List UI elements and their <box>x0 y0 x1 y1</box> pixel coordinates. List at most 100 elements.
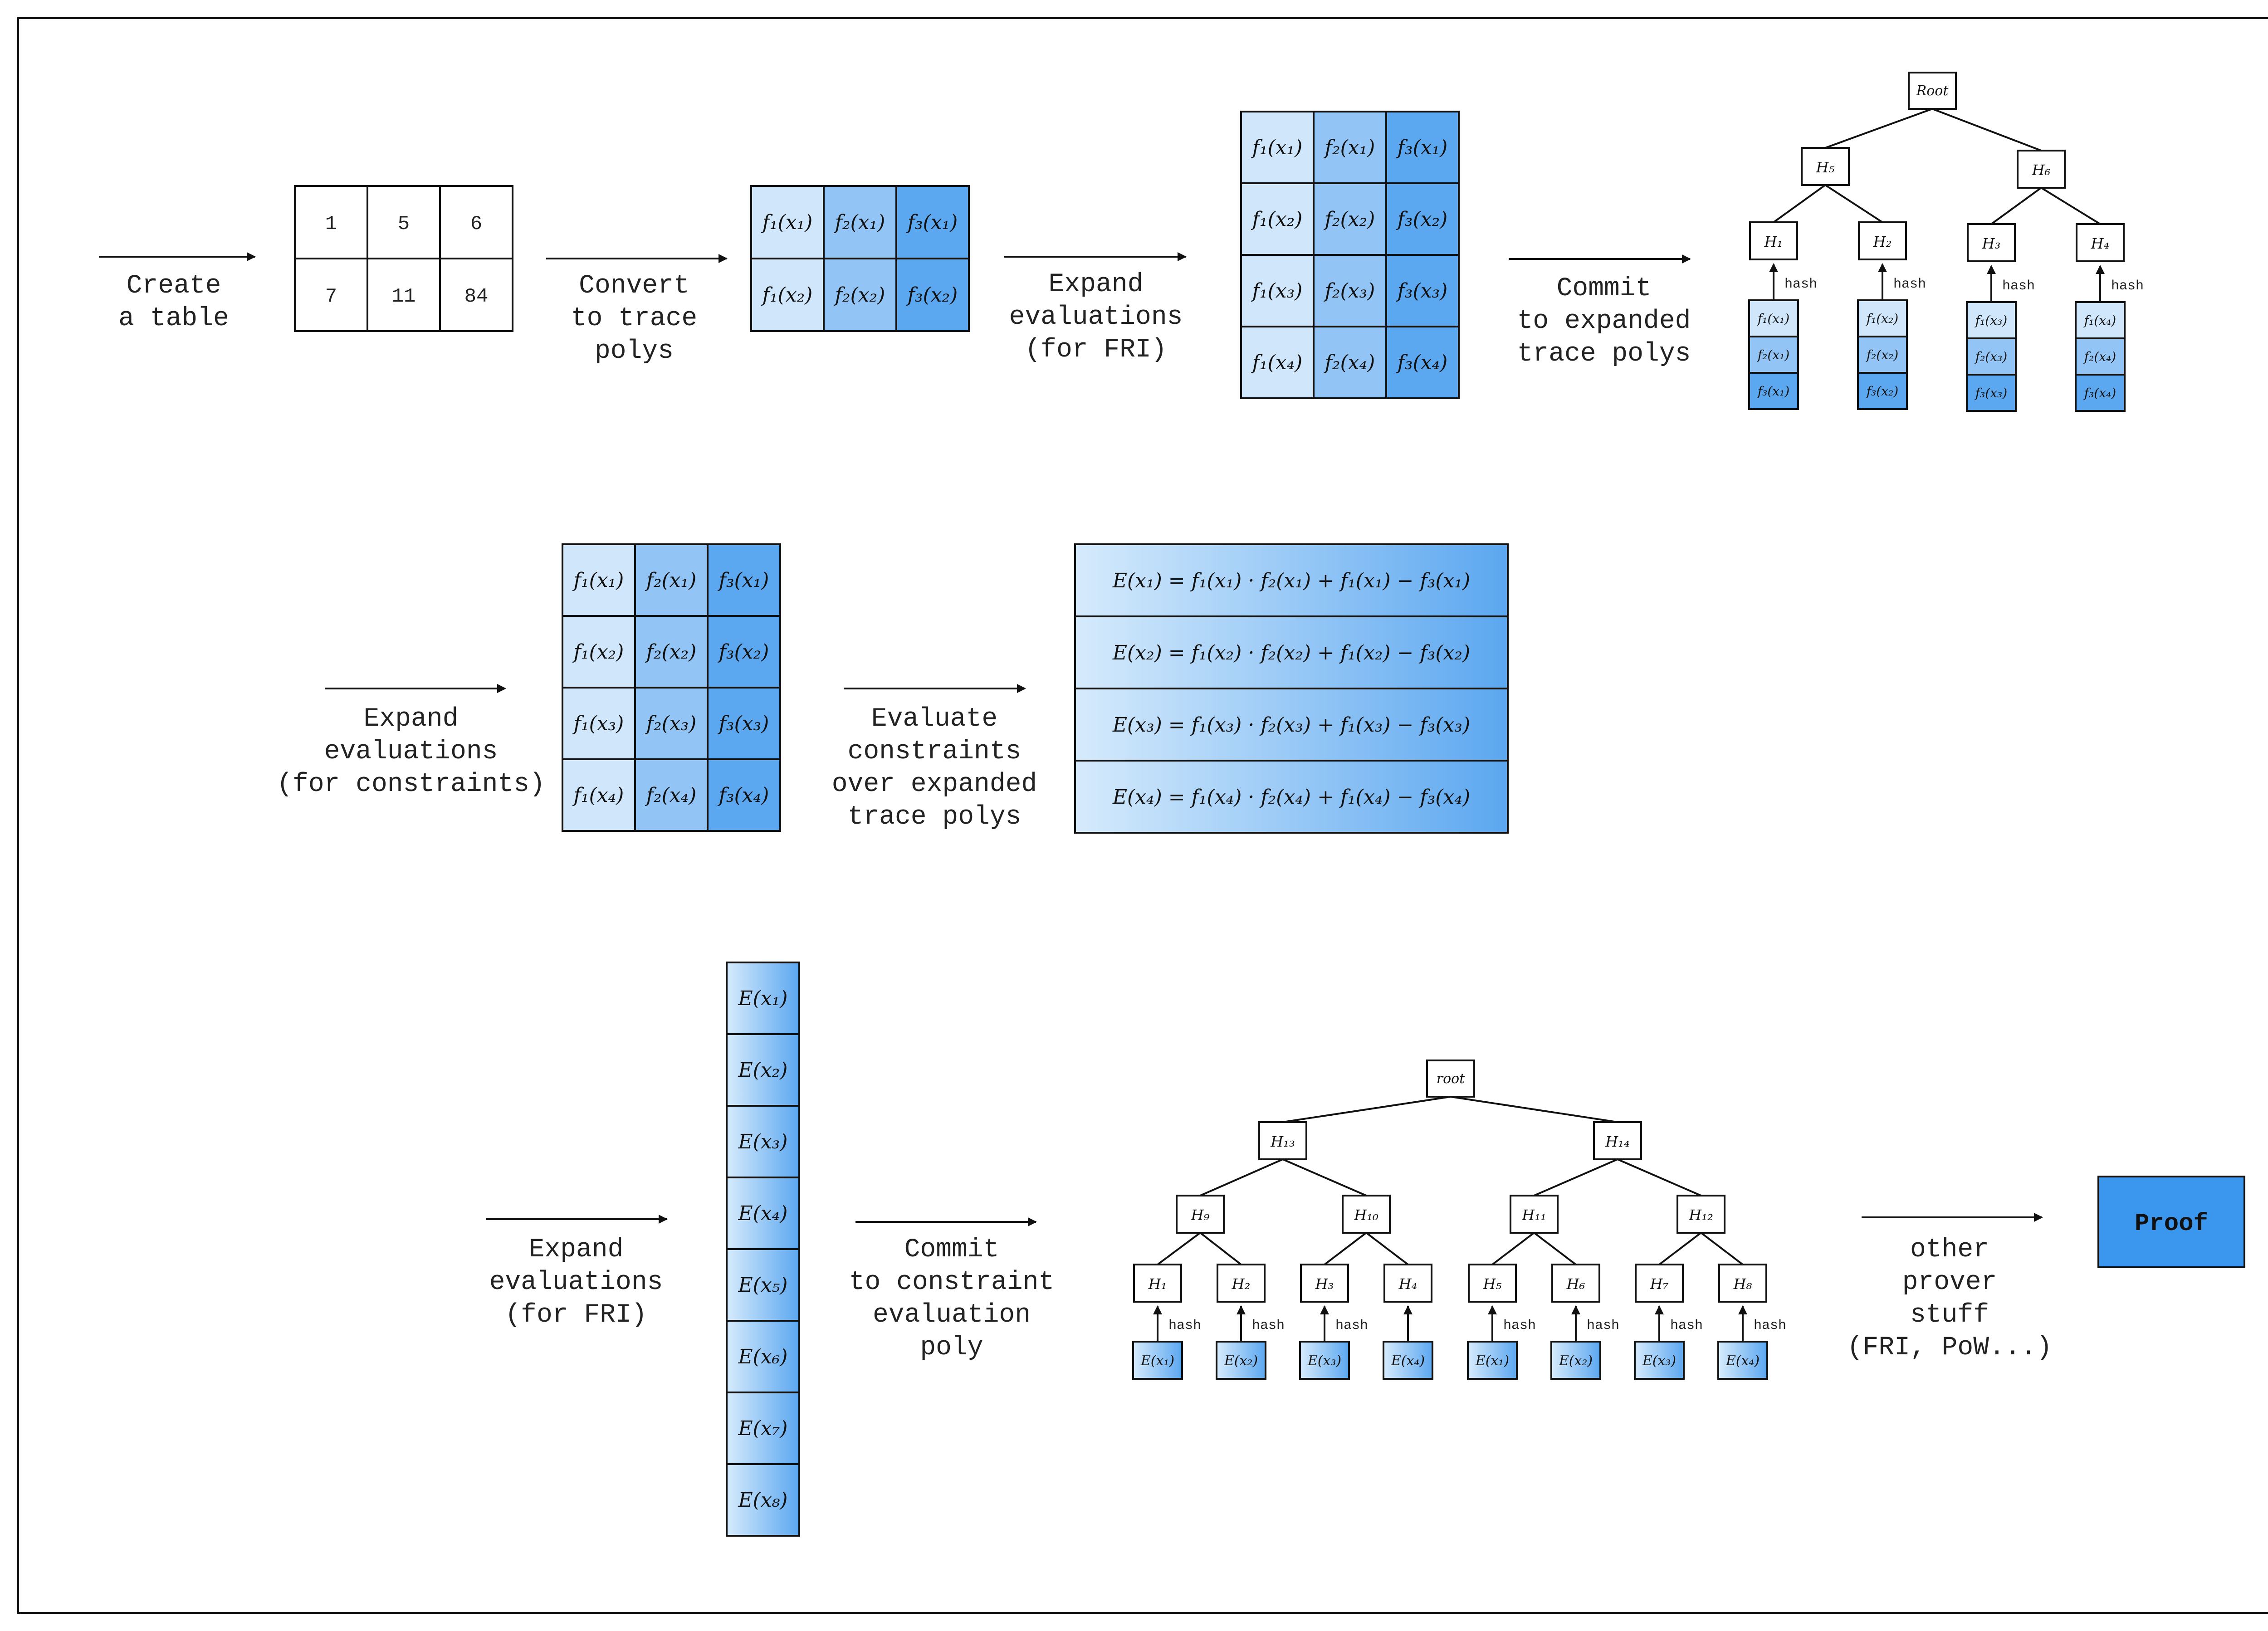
svg-text:f₁(x₂): f₁(x₂) <box>572 640 624 664</box>
trace-matrix-4x3-constraints: f₁(x₁) f₂(x₁) f₃(x₁) f₁(x₂) f₂(x₂) f₃(x₂… <box>562 543 781 832</box>
svg-text:to expanded: to expanded <box>1517 307 1691 336</box>
svg-text:f₃(x₄): f₃(x₄) <box>1396 351 1448 374</box>
svg-text:hash: hash <box>2111 278 2144 294</box>
svg-text:polys: polys <box>595 337 674 366</box>
svg-text:f₁(x₄): f₁(x₄) <box>1251 351 1303 374</box>
proof-box: Proof <box>2097 1176 2245 1268</box>
svg-text:evaluations: evaluations <box>324 737 498 767</box>
svg-text:Expand: Expand <box>364 704 459 734</box>
svg-text:f₁(x₁): f₁(x₁) <box>1757 311 1789 326</box>
svg-text:f₁(x₃): f₁(x₃) <box>572 712 624 735</box>
svg-text:f₁(x₂): f₁(x₂) <box>761 283 813 307</box>
svg-text:Commit: Commit <box>1557 274 1652 303</box>
svg-text:f₁(x₁): f₁(x₁) <box>572 569 624 592</box>
svg-text:(for FRI): (for FRI) <box>505 1300 647 1330</box>
svg-text:f₃(x₃): f₃(x₃) <box>718 712 769 735</box>
svg-text:E(x₁): E(x₁) <box>738 987 788 1010</box>
svg-text:evaluations: evaluations <box>489 1268 663 1297</box>
svg-text:f₃(x₄): f₃(x₄) <box>2083 386 2116 400</box>
data-table: 1 5 6 7 11 84 <box>294 185 513 332</box>
svg-text:f₃(x₂): f₃(x₂) <box>1396 208 1448 231</box>
svg-text:E(x₈): E(x₈) <box>738 1489 788 1512</box>
svg-text:hash: hash <box>1754 1318 1786 1333</box>
svg-text:other: other <box>1910 1235 1989 1265</box>
svg-text:hash: hash <box>1784 277 1817 292</box>
svg-text:f₃(x₂): f₃(x₂) <box>906 283 958 307</box>
svg-text:f₁(x₃): f₁(x₃) <box>1251 279 1303 303</box>
svg-text:E(x₃): E(x₃) <box>738 1130 788 1153</box>
svg-text:trace polys: trace polys <box>1517 339 1691 369</box>
svg-text:Proof: Proof <box>2135 1210 2208 1238</box>
svg-text:f₁(x₃): f₁(x₃) <box>1975 313 2007 328</box>
svg-text:f₂(x₂): f₂(x₂) <box>1866 347 1898 362</box>
svg-text:E(x₁): E(x₁) <box>1140 1353 1174 1369</box>
svg-text:trace polys: trace polys <box>848 802 1022 832</box>
evaluation-column: E(x₁) E(x₂) E(x₃) E(x₄) E(x₅) E(x₆) E(x₇… <box>726 962 800 1537</box>
svg-text:f₁(x₁): f₁(x₁) <box>761 211 813 234</box>
svg-text:hash: hash <box>1587 1318 1619 1333</box>
svg-text:to trace: to trace <box>571 304 697 333</box>
constraint-row: E(x₄) = f₁(x₄) · f₂(x₄) + f₁(x₄) − f₃(x₄… <box>1112 786 1470 809</box>
svg-text:f₃(x₁): f₃(x₁) <box>1396 136 1448 159</box>
svg-text:f₂(x₂): f₂(x₂) <box>834 283 885 307</box>
svg-text:E(x₆): E(x₆) <box>738 1345 788 1368</box>
svg-text:constraints: constraints <box>848 737 1022 767</box>
svg-text:hash: hash <box>1893 277 1926 292</box>
svg-text:f₁(x₄): f₁(x₄) <box>572 784 624 807</box>
svg-text:f₂(x₁): f₂(x₁) <box>645 569 697 592</box>
svg-text:H₇: H₇ <box>1650 1275 1669 1293</box>
leaf-stack: f₁(x₁) f₂(x₁) f₃(x₁) <box>1748 299 1799 410</box>
svg-text:f₁(x₁): f₁(x₁) <box>1251 136 1303 159</box>
svg-text:prover: prover <box>1902 1268 1997 1297</box>
svg-text:Expand: Expand <box>1049 270 1144 299</box>
constraint-row: E(x₁) = f₁(x₁) · f₂(x₁) + f₁(x₁) − f₃(x₁… <box>1112 569 1470 592</box>
label-expand-constraints: Expand evaluations (for constraints) <box>277 704 545 799</box>
svg-text:Commit: Commit <box>904 1235 999 1265</box>
svg-text:H₃: H₃ <box>1982 235 2001 252</box>
svg-text:H₆: H₆ <box>2032 161 2051 179</box>
svg-text:root: root <box>1437 1071 1465 1087</box>
merkle-tree-trace: Root H₅ H₆ H₁ H₂ H₃ H₄ hash hash hash ha… <box>1748 72 2144 412</box>
svg-text:hash: hash <box>1252 1318 1285 1333</box>
svg-text:H₄: H₄ <box>2091 235 2110 252</box>
trace-matrix-2x3: f₁(x₁) f₂(x₁) f₃(x₁) f₁(x₂) f₂(x₂) f₃(x₂… <box>750 185 970 332</box>
svg-text:poly: poly <box>920 1333 983 1362</box>
svg-text:f₃(x₂): f₃(x₂) <box>718 640 769 664</box>
svg-text:f₁(x₂): f₁(x₂) <box>1866 311 1898 326</box>
svg-text:H₁₁: H₁₁ <box>1521 1206 1546 1224</box>
svg-text:f₂(x₃): f₂(x₃) <box>1324 279 1375 303</box>
svg-text:f₃(x₃): f₃(x₃) <box>1975 386 2007 400</box>
table-cell: 84 <box>464 285 489 308</box>
table-cell: 5 <box>398 213 410 235</box>
svg-text:f₂(x₄): f₂(x₄) <box>645 784 697 807</box>
constraint-row: E(x₂) = f₁(x₂) · f₂(x₂) + f₁(x₂) − f₃(x₂… <box>1112 641 1470 664</box>
svg-text:evaluation: evaluation <box>873 1300 1031 1330</box>
leaf-stack: f₁(x₃) f₂(x₃) f₃(x₃) <box>1966 301 2017 412</box>
svg-text:Convert: Convert <box>579 271 689 301</box>
svg-text:f₂(x₂): f₂(x₂) <box>1324 208 1375 231</box>
svg-text:f₃(x₄): f₃(x₄) <box>718 784 769 807</box>
svg-text:E(x₃): E(x₃) <box>1642 1353 1676 1369</box>
constraint-row: E(x₃) = f₁(x₃) · f₂(x₃) + f₁(x₃) − f₃(x₃… <box>1112 713 1470 737</box>
svg-text:E(x₄): E(x₄) <box>738 1202 788 1225</box>
svg-text:E(x₄): E(x₄) <box>1725 1353 1760 1369</box>
table-cell: 1 <box>325 213 337 235</box>
leaf-stack: f₁(x₂) f₂(x₂) f₃(x₂) <box>1857 299 1908 410</box>
svg-text:stuff: stuff <box>1910 1300 1989 1330</box>
svg-text:E(x₂): E(x₂) <box>738 1059 788 1082</box>
svg-text:(for FRI): (for FRI) <box>1025 335 1167 365</box>
svg-text:f₂(x₄): f₂(x₄) <box>2083 349 2116 364</box>
svg-text:f₃(x₃): f₃(x₃) <box>1396 279 1448 303</box>
table-cell: 11 <box>392 285 416 308</box>
svg-text:f₃(x₂): f₃(x₂) <box>1866 384 1898 399</box>
svg-text:H₁₂: H₁₂ <box>1688 1206 1713 1224</box>
svg-text:E(x₃): E(x₃) <box>1307 1353 1341 1369</box>
svg-text:evaluations: evaluations <box>1009 303 1183 332</box>
svg-text:hash: hash <box>1335 1318 1368 1333</box>
label-expand-fri-2: Expand evaluations (for FRI) <box>489 1235 663 1330</box>
svg-text:H₈: H₈ <box>1733 1275 1752 1293</box>
svg-text:H₉: H₉ <box>1191 1206 1210 1224</box>
svg-text:over expanded: over expanded <box>832 770 1037 799</box>
svg-text:to constraint: to constraint <box>849 1268 1054 1297</box>
